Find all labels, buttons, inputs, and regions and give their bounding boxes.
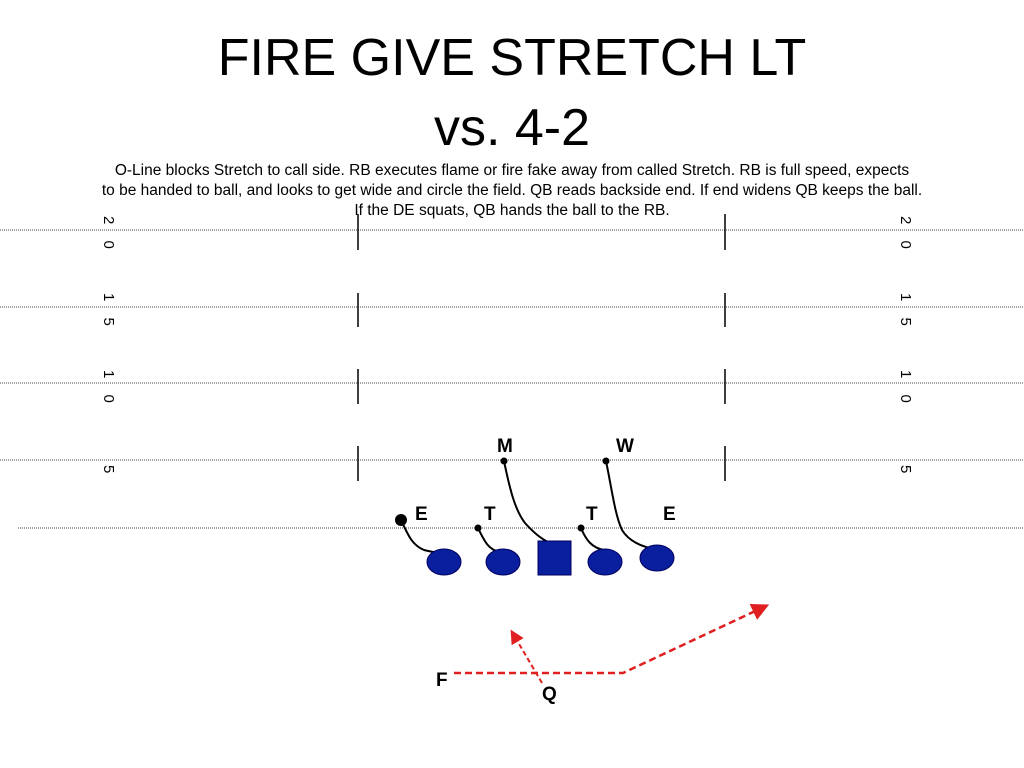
block-path-right-guard: [580, 527, 615, 553]
yard-number-left-5: 5: [100, 465, 117, 479]
defender-label-end-right: E: [663, 504, 676, 525]
description-line-2: to be handed to ball, and looks to get w…: [101, 182, 923, 199]
hash-marks: [357, 214, 726, 481]
defender-dot-mike: [500, 457, 508, 465]
block-path-right-tackle: [605, 460, 661, 551]
defender-dot-tackle-right: [577, 524, 585, 532]
yard-number-left-15: 1 5: [100, 293, 117, 332]
play-title: FIRE GIVE STRETCH LT: [217, 29, 807, 87]
defender-dot-tackle-left: [474, 524, 482, 532]
qb-label: Q: [542, 684, 557, 705]
yard-number-right-5: 5: [897, 465, 914, 479]
lineman-center: [537, 540, 572, 576]
defender-label-will: W: [616, 436, 634, 457]
lineman-left-tackle: [426, 548, 462, 576]
blocking-paths: [400, 460, 661, 555]
play-subtitle: vs. 4-2: [433, 99, 591, 157]
defender-dot-will: [602, 457, 610, 465]
defender-label-mike: M: [497, 436, 513, 457]
defender-label-tackle-right: T: [586, 504, 598, 525]
yard-number-right-10: 1 0: [897, 370, 914, 409]
defender-dot-end-left: [395, 514, 407, 526]
rb-route: [454, 604, 770, 675]
rb-label: F: [436, 670, 448, 691]
yard-number-right-15: 1 5: [897, 293, 914, 332]
description-line-1: O-Line blocks Stretch to call side. RB e…: [114, 162, 910, 179]
lineman-right-tackle: [639, 544, 675, 572]
block-path-center: [503, 460, 549, 543]
description-line-3: If the DE squats, QB hands the ball to t…: [354, 202, 670, 219]
lineman-left-guard: [485, 548, 521, 576]
block-path-left-tackle: [400, 519, 445, 555]
yard-number-right-20: 2 0: [897, 216, 914, 255]
yard-number-left-20: 2 0: [100, 216, 117, 255]
lineman-right-guard: [587, 548, 623, 576]
qb-fake-route: [510, 629, 543, 684]
yard-number-left-10: 1 0: [100, 370, 117, 409]
defender-label-tackle-left: T: [484, 504, 496, 525]
defender-label-end-left: E: [415, 504, 428, 525]
